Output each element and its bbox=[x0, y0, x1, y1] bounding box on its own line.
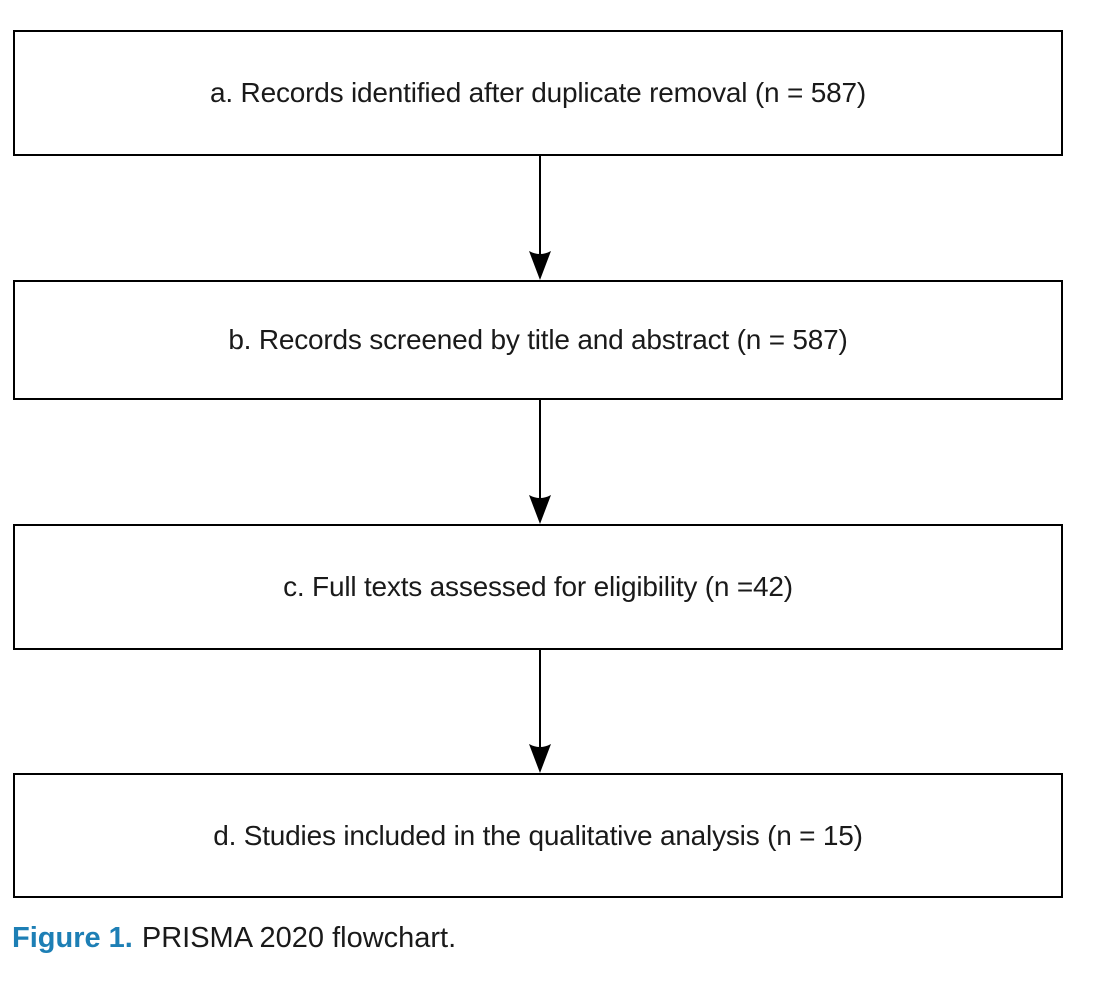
flow-step-a-label: a. Records identified after duplicate re… bbox=[210, 77, 866, 108]
flow-step-a: a. Records identified after duplicate re… bbox=[13, 30, 1063, 156]
arrow-down-icon bbox=[529, 650, 551, 773]
flow-step-b-label: b. Records screened by title and abstrac… bbox=[228, 324, 848, 355]
arrow-down-icon bbox=[529, 400, 551, 524]
flow-step-b: b. Records screened by title and abstrac… bbox=[13, 280, 1063, 400]
flow-step-c: c. Full texts assessed for eligibility (… bbox=[13, 524, 1063, 650]
figure-caption-text: PRISMA 2020 flowchart. bbox=[141, 922, 457, 954]
arrow-down-icon bbox=[529, 156, 551, 280]
flow-step-d-label: d. Studies included in the qualitative a… bbox=[213, 819, 863, 851]
figure-caption: Figure 1.PRISMA 2020 flowchart. bbox=[12, 922, 456, 955]
flow-step-d: d. Studies included in the qualitative a… bbox=[13, 773, 1063, 898]
figure-caption-label: Figure 1. bbox=[12, 922, 133, 954]
flow-step-c-label: c. Full texts assessed for eligibility (… bbox=[283, 571, 793, 602]
